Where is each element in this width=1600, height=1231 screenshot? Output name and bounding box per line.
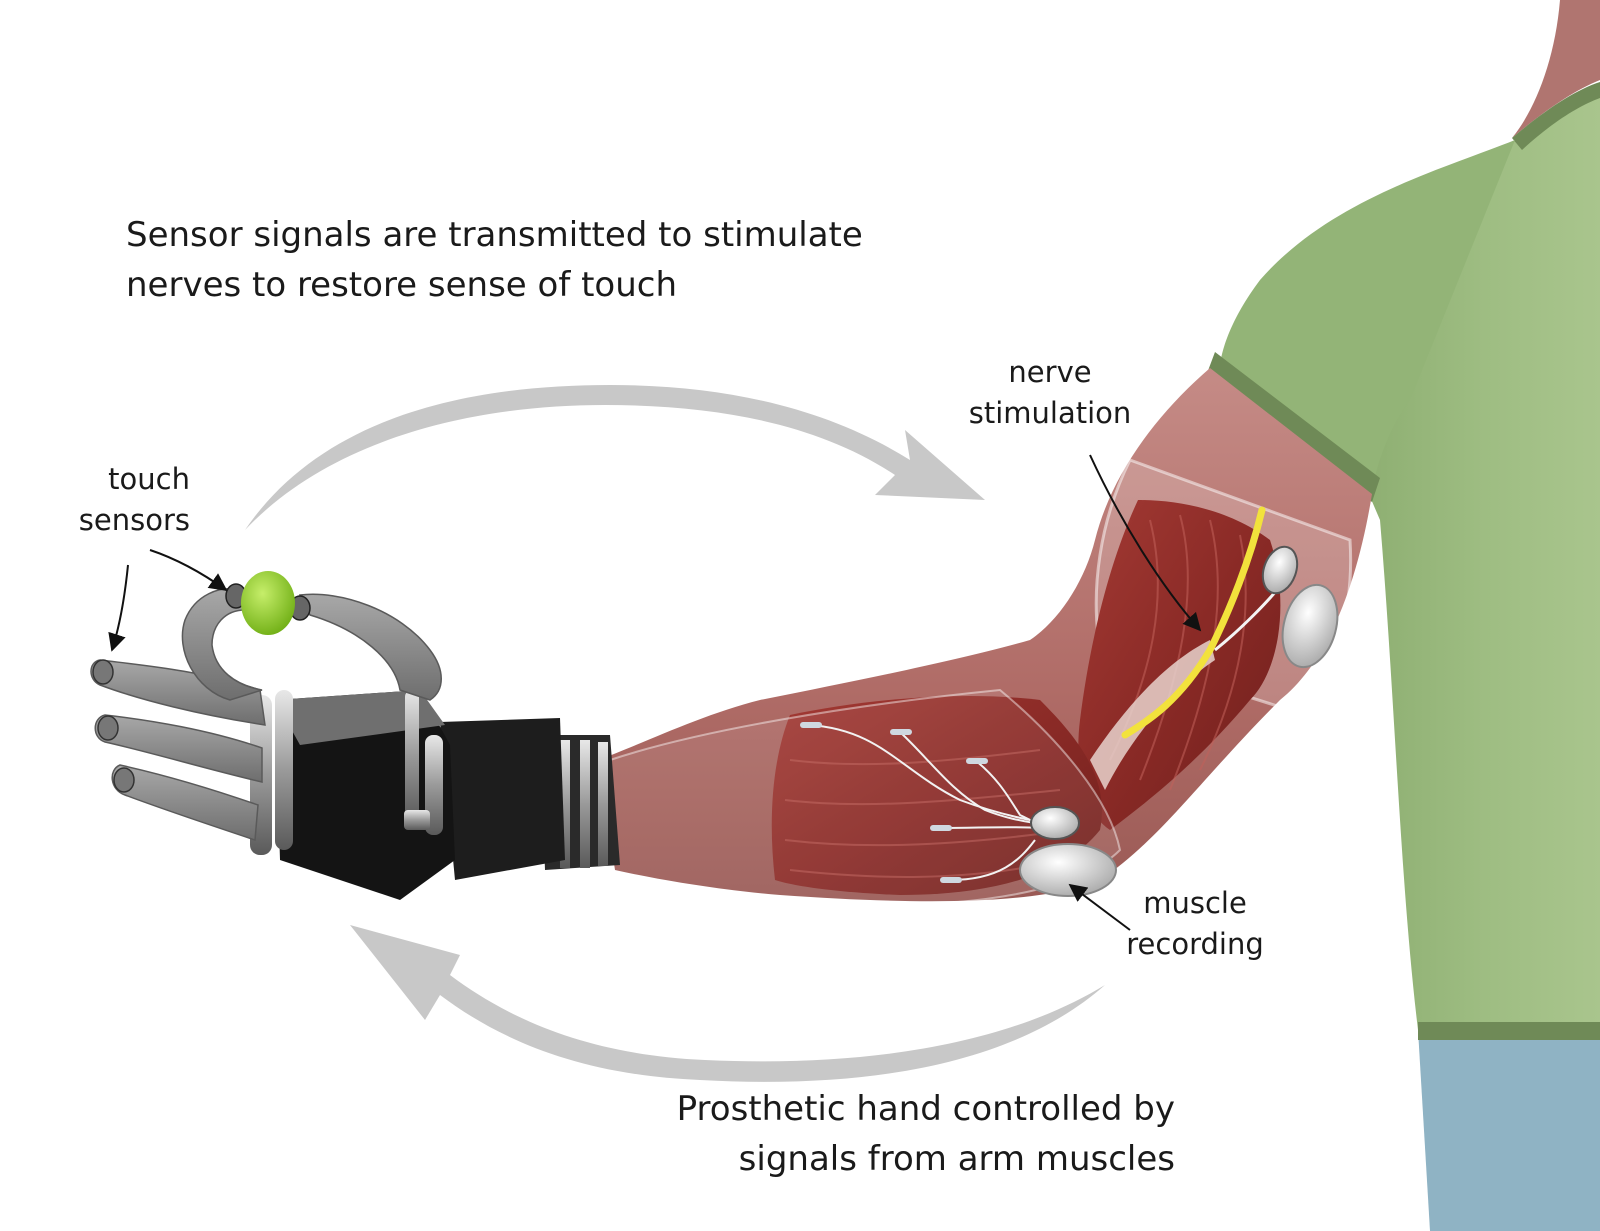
top-caption: Sensor signals are transmitted to stimul… — [126, 210, 863, 310]
forearm-muscle-fibers — [784, 749, 1071, 878]
fingertip-sensors — [92, 659, 135, 793]
shirt-hem — [1418, 1022, 1600, 1040]
grasped-ball — [241, 571, 295, 635]
upper-skin-pad — [1281, 583, 1339, 669]
touch-sensors-line2: sensors — [78, 503, 190, 537]
muscle-recording-label: muscle recording — [1110, 883, 1280, 965]
nerve-stimulation-line2: stimulation — [968, 396, 1132, 430]
touch-sensors-line1: touch — [108, 462, 190, 496]
stimulation-implant — [1261, 545, 1299, 595]
shirt-sleeve — [1220, 140, 1515, 490]
recording-implant — [1030, 806, 1080, 840]
sleeve-band — [1206, 352, 1380, 502]
electrode-tips — [800, 722, 988, 883]
touch-pointer-2 — [149, 549, 228, 592]
muscle-pointer — [1068, 883, 1131, 931]
top-caption-line2: nerves to restore sense of touch — [126, 265, 678, 305]
touch-sensors-label: touch sensors — [50, 459, 190, 541]
lower-skin-pad — [1019, 843, 1117, 897]
top-caption-line1: Sensor signals are transmitted to stimul… — [126, 215, 863, 255]
bottom-caption: Prosthetic hand controlled by signals fr… — [585, 1084, 1175, 1184]
neck — [1512, 0, 1600, 138]
palm-cover — [275, 690, 445, 745]
touch-pointer-1 — [108, 564, 129, 652]
bottom-caption-line2: signals from arm muscles — [738, 1139, 1175, 1179]
jeans — [1418, 1030, 1600, 1231]
nerve-stimulation-label: nerve stimulation — [950, 352, 1150, 434]
nerve-stimulation-line1: nerve — [1008, 355, 1092, 389]
prosthetic-index — [298, 593, 442, 701]
muscle-recording-line1: muscle — [1143, 886, 1247, 920]
top-flow-arrow — [245, 385, 985, 530]
nerve-pointer — [1089, 454, 1202, 632]
bottom-flow-arrow — [350, 925, 1105, 1082]
wrist-housing — [440, 718, 565, 880]
forearm-cuff — [608, 688, 1122, 907]
nerve — [1121, 506, 1266, 739]
shirt-collar — [1512, 82, 1600, 150]
bottom-caption-line1: Prosthetic hand controlled by — [676, 1089, 1175, 1129]
prosthetic-fingers — [90, 659, 266, 842]
muscle-recording-line2: recording — [1126, 927, 1264, 961]
